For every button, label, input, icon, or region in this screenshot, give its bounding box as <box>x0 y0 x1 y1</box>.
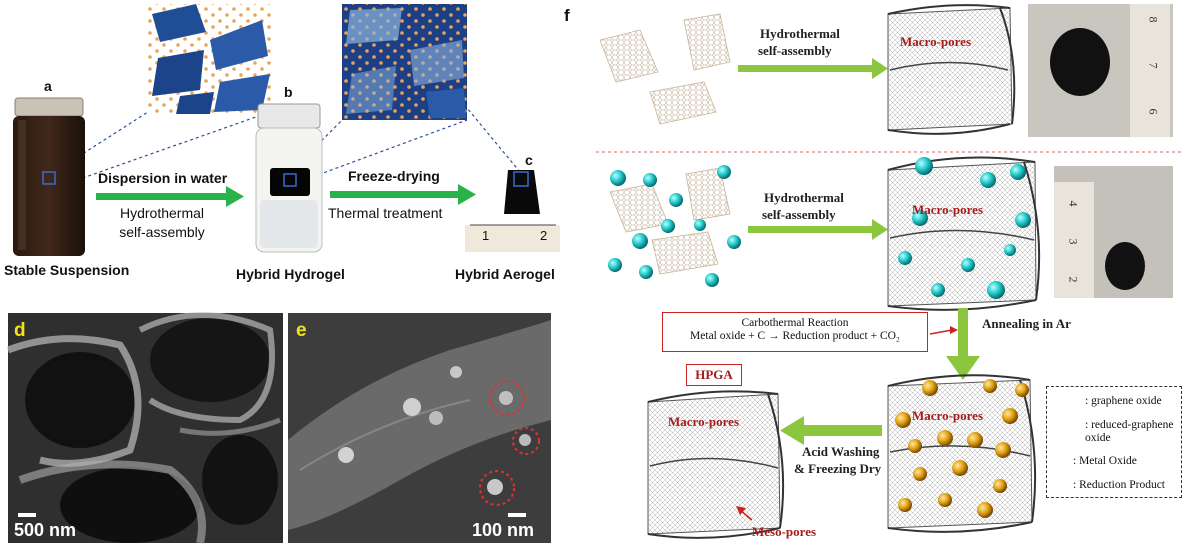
carbothermal-equation: Metal oxide + C → Reduction product + CO… <box>690 330 900 342</box>
vial-stable-suspension <box>13 97 85 256</box>
macro-pores-label-1: Macro-pores <box>900 34 971 49</box>
framework-hpga <box>647 390 785 539</box>
sem-image-d <box>6 312 283 544</box>
panel-label-d: d <box>14 320 26 341</box>
ruler-top-7: 7 <box>1146 62 1161 69</box>
meso-pointer <box>736 506 753 521</box>
step-thermal-treatment-label: Thermal treatment <box>328 205 443 221</box>
legend-box: : graphene oxide : reduced-graphene oxid… <box>1046 386 1182 498</box>
step-hydrothermal-label: Hydrothermal <box>119 205 205 221</box>
arrow-acid-washing <box>780 416 882 445</box>
panel-label-e: e <box>296 320 307 341</box>
arrow-annealing <box>946 308 980 380</box>
sheet-zoom-2 <box>342 4 467 120</box>
scale-bar-e: 100 nm <box>472 520 535 540</box>
hydro-label-1b: self-assembly <box>758 43 832 58</box>
photo-aerogel-ruler-mid <box>1054 166 1173 298</box>
carbothermal-box: Carbothermal Reaction Metal oxide + C → … <box>662 312 928 352</box>
carbothermal-pointer <box>929 326 958 335</box>
sheet-zoom-1 <box>148 4 271 114</box>
hydro-label-2a: Hydrothermal <box>764 190 844 205</box>
legend-item-metal-oxide: : Metal Oxide <box>1073 455 1137 467</box>
ruler-top-6: 6 <box>1146 108 1161 115</box>
framework-row1 <box>887 4 1016 135</box>
ruler-mark-1: 1 <box>482 228 490 243</box>
caption-hybrid-hydrogel: Hybrid Hydrogel <box>236 266 345 282</box>
hybrid-aerogel-sample <box>465 170 560 252</box>
ruler-mid-4: 4 <box>1066 200 1081 207</box>
framework-row3 <box>887 374 1037 533</box>
arrow-freeze-drying <box>330 184 476 205</box>
macro-pores-label-hpga: Macro-pores <box>668 414 739 429</box>
arrow-hydrothermal-2 <box>748 219 888 240</box>
step-dispersion-label: Dispersion in water <box>98 170 228 186</box>
macro-pores-label-2: Macro-pores <box>912 202 983 217</box>
go-sheets-row1 <box>599 13 731 125</box>
caption-hybrid-aerogel: Hybrid Aerogel <box>455 266 555 282</box>
freezing-dry-label: & Freezing Dry <box>794 461 882 476</box>
acid-washing-label: Acid Washing <box>802 444 880 459</box>
legend-item-graphene-oxide: : graphene oxide <box>1085 395 1162 407</box>
hpga-label: HPGA <box>686 364 742 386</box>
caption-stable-suspension: Stable Suspension <box>4 262 130 278</box>
ruler-top-8: 8 <box>1146 16 1161 23</box>
sem-image-e <box>288 313 551 543</box>
panel-label-c: c <box>525 152 533 168</box>
annealing-label: Annealing in Ar <box>982 316 1071 331</box>
carbothermal-title: Carbothermal Reaction <box>741 317 849 329</box>
arrow-hydrothermal-1 <box>738 58 888 79</box>
legend-item-reduction-product: : Reduction Product <box>1073 479 1165 491</box>
vial-hybrid-hydrogel <box>255 103 323 253</box>
photo-aerogel-ruler-top <box>1028 4 1173 137</box>
ruler-mark-2: 2 <box>540 228 548 243</box>
hydro-label-1a: Hydrothermal <box>760 26 840 41</box>
step-self-assembly-label: self-assembly <box>119 224 205 240</box>
panel-label-b: b <box>284 84 293 100</box>
framework-row2 <box>887 156 1041 311</box>
ruler-mid-3: 3 <box>1066 238 1081 245</box>
go-sheets-row2 <box>608 165 741 287</box>
panel-label-f: f <box>564 6 570 25</box>
meso-pores-label: Meso-pores <box>752 524 817 539</box>
step-freeze-drying-label: Freeze-drying <box>348 168 440 184</box>
panel-label-a: a <box>44 78 52 94</box>
arrow-dispersion <box>96 186 244 207</box>
ruler-mid-2: 2 <box>1066 276 1081 283</box>
macro-pores-label-3: Macro-pores <box>912 408 983 423</box>
legend-item-reduced-graphene-oxide: : reduced-graphene oxide <box>1085 419 1174 444</box>
scale-bar-d: 500 nm <box>14 520 77 540</box>
hydro-label-2b: self-assembly <box>762 207 836 222</box>
